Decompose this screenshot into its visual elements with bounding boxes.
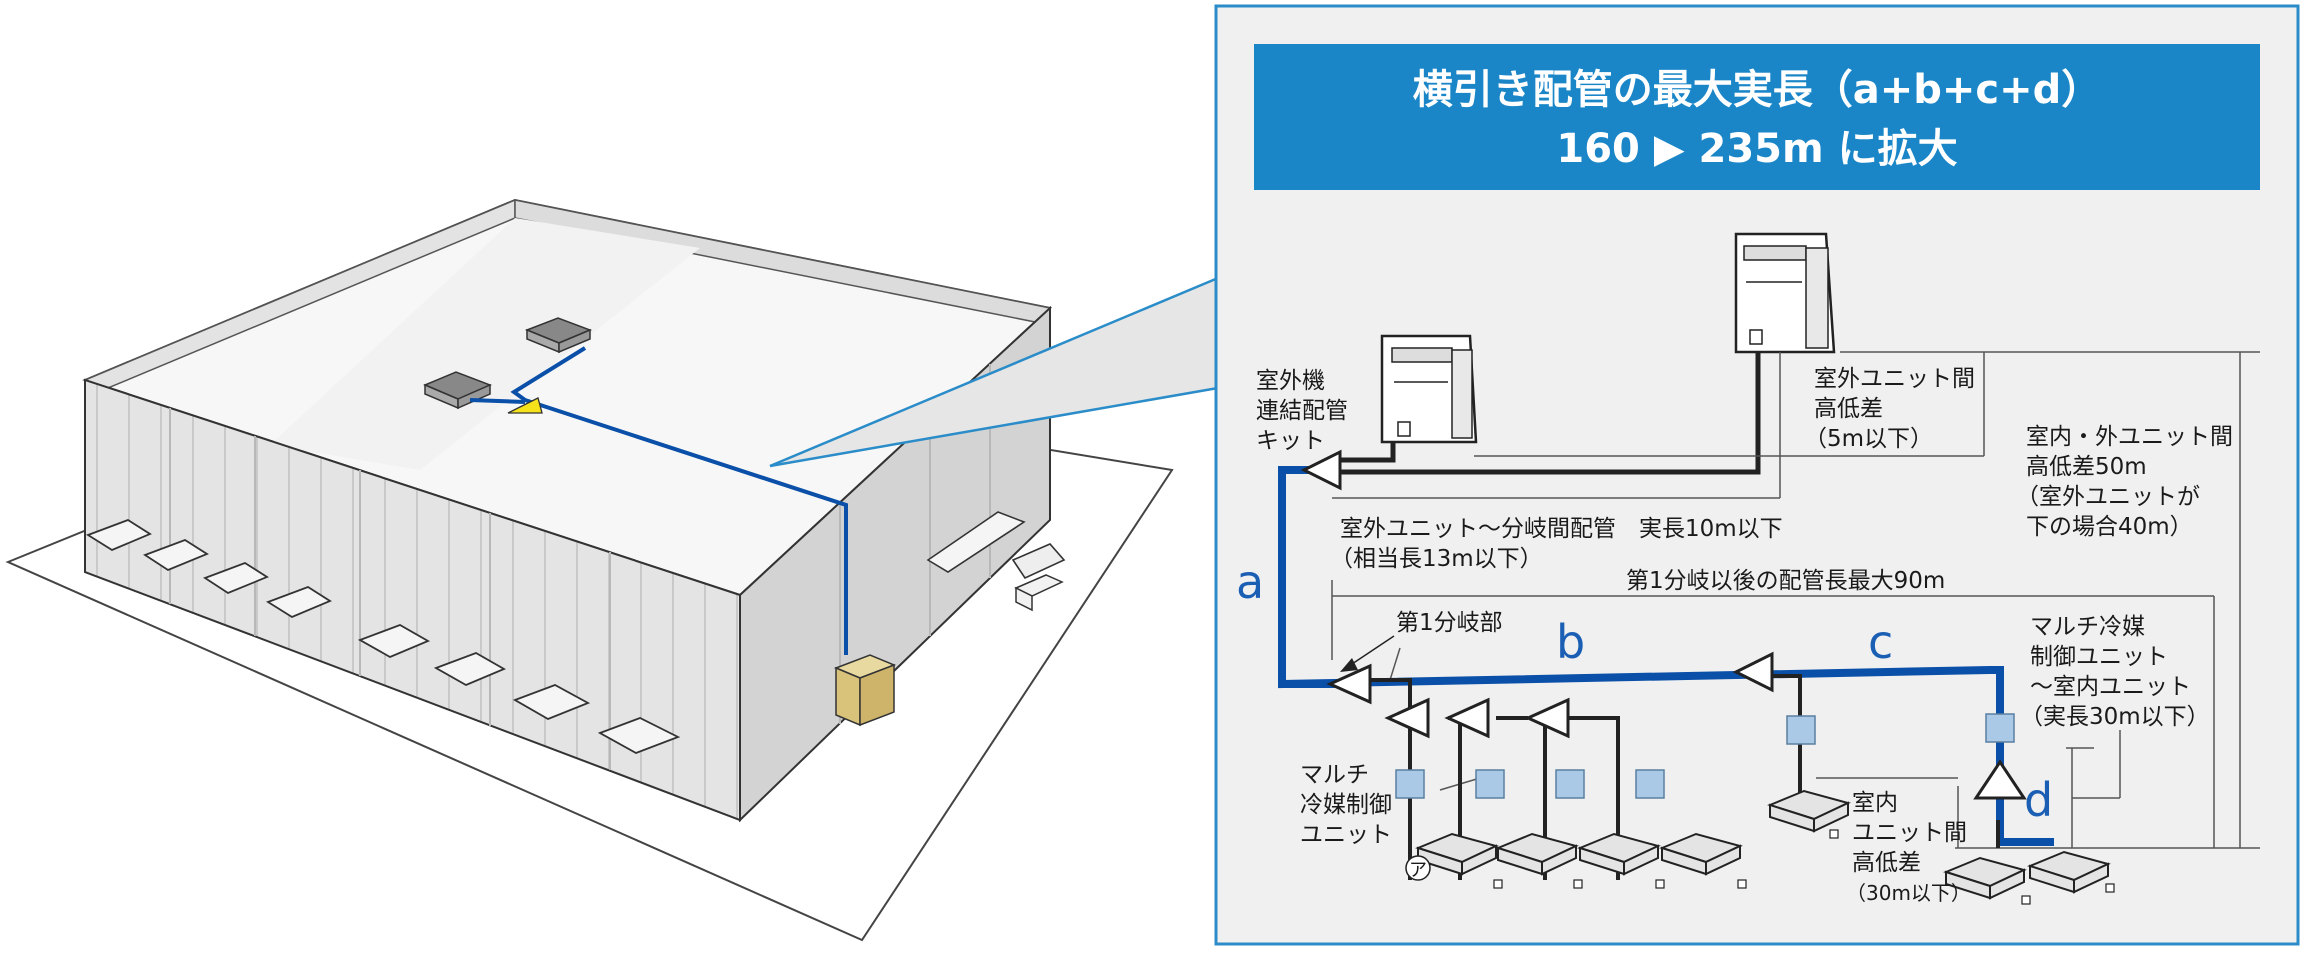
branch-joints bbox=[1300, 449, 2027, 800]
roof-indoor-unit-2 bbox=[423, 371, 492, 410]
branch-marker-yellow bbox=[507, 397, 543, 414]
label-io-gap-3: （室外ユニットが bbox=[2016, 484, 2200, 510]
building-illustration bbox=[5, 198, 1174, 942]
truck bbox=[1014, 574, 1064, 612]
label-indoor-gap-3: 高低差 bbox=[1852, 850, 1921, 876]
label-outdoor-gap-1: 室外ユニット間 bbox=[1814, 366, 1975, 392]
header-line2: 160 ▶ 235m に拡大 bbox=[1556, 126, 1957, 172]
label-io-gap-1: 室内・外ユニット間 bbox=[2026, 424, 2233, 450]
label-pipe-outdoor-2: （相当長13m以下） bbox=[1330, 546, 1543, 572]
outdoor-unit-1 bbox=[1380, 334, 1478, 444]
label-multi-unit-3: ユニット bbox=[1300, 822, 1392, 848]
marker-circle bbox=[1405, 855, 1431, 881]
wall-units bbox=[85, 518, 681, 754]
label-outdoor-kit-2: 連結配管 bbox=[1256, 398, 1348, 424]
outdoor-connect-pipes bbox=[1333, 352, 1761, 475]
label-outdoor-gap-3: （5m以下） bbox=[1804, 426, 1933, 452]
label-multi-ctrl-1: マルチ冷媒 bbox=[2030, 614, 2145, 640]
marker-label: ア bbox=[1409, 860, 1427, 881]
segment-d: d bbox=[2024, 773, 2053, 827]
segment-a: a bbox=[1236, 555, 1264, 609]
label-indoor-gap-2: ユニット間 bbox=[1852, 820, 1967, 846]
dimension-lines bbox=[1331, 351, 2260, 849]
label-outdoor-kit-1: 室外機 bbox=[1256, 368, 1325, 394]
label-pipe-outdoor-1: 室外ユニット～分岐間配管 実長10m以下 bbox=[1340, 516, 1783, 542]
outdoor-unit-yellow bbox=[833, 654, 897, 727]
outdoor-unit-2 bbox=[1734, 232, 1836, 354]
label-indoor-gap-4: （30m以下） bbox=[1846, 881, 1971, 905]
label-io-gap-2: 高低差50m bbox=[2026, 454, 2147, 480]
label-after-branch: 第1分岐以後の配管長最大90m bbox=[1626, 568, 1945, 594]
segment-c: c bbox=[1868, 615, 1893, 669]
segment-b: b bbox=[1556, 615, 1585, 669]
label-multi-ctrl-2: 制御ユニット bbox=[2030, 644, 2168, 670]
header-line1: 横引き配管の最大実長（a+b+c+d） bbox=[1413, 67, 2102, 113]
header-banner bbox=[1254, 44, 2260, 190]
label-multi-unit-1: マルチ bbox=[1300, 762, 1369, 788]
label-outdoor-gap-2: 高低差 bbox=[1814, 396, 1883, 422]
label-io-gap-4: 下の場合40m） bbox=[2026, 514, 2193, 540]
control-boxes bbox=[1395, 713, 2015, 799]
cassette-units bbox=[1415, 789, 2111, 900]
label-first-branch: 第1分岐部 bbox=[1396, 610, 1503, 636]
label-multi-unit-2: 冷媒制御 bbox=[1300, 792, 1392, 818]
label-indoor-gap-1: 室内 bbox=[1852, 790, 1898, 816]
label-outdoor-kit-3: キット bbox=[1256, 428, 1325, 454]
roof-indoor-unit-1 bbox=[524, 317, 593, 354]
label-multi-ctrl-3: ～室内ユニット bbox=[2030, 674, 2191, 700]
label-multi-ctrl-4: （実長30m以下） bbox=[2020, 704, 2210, 730]
